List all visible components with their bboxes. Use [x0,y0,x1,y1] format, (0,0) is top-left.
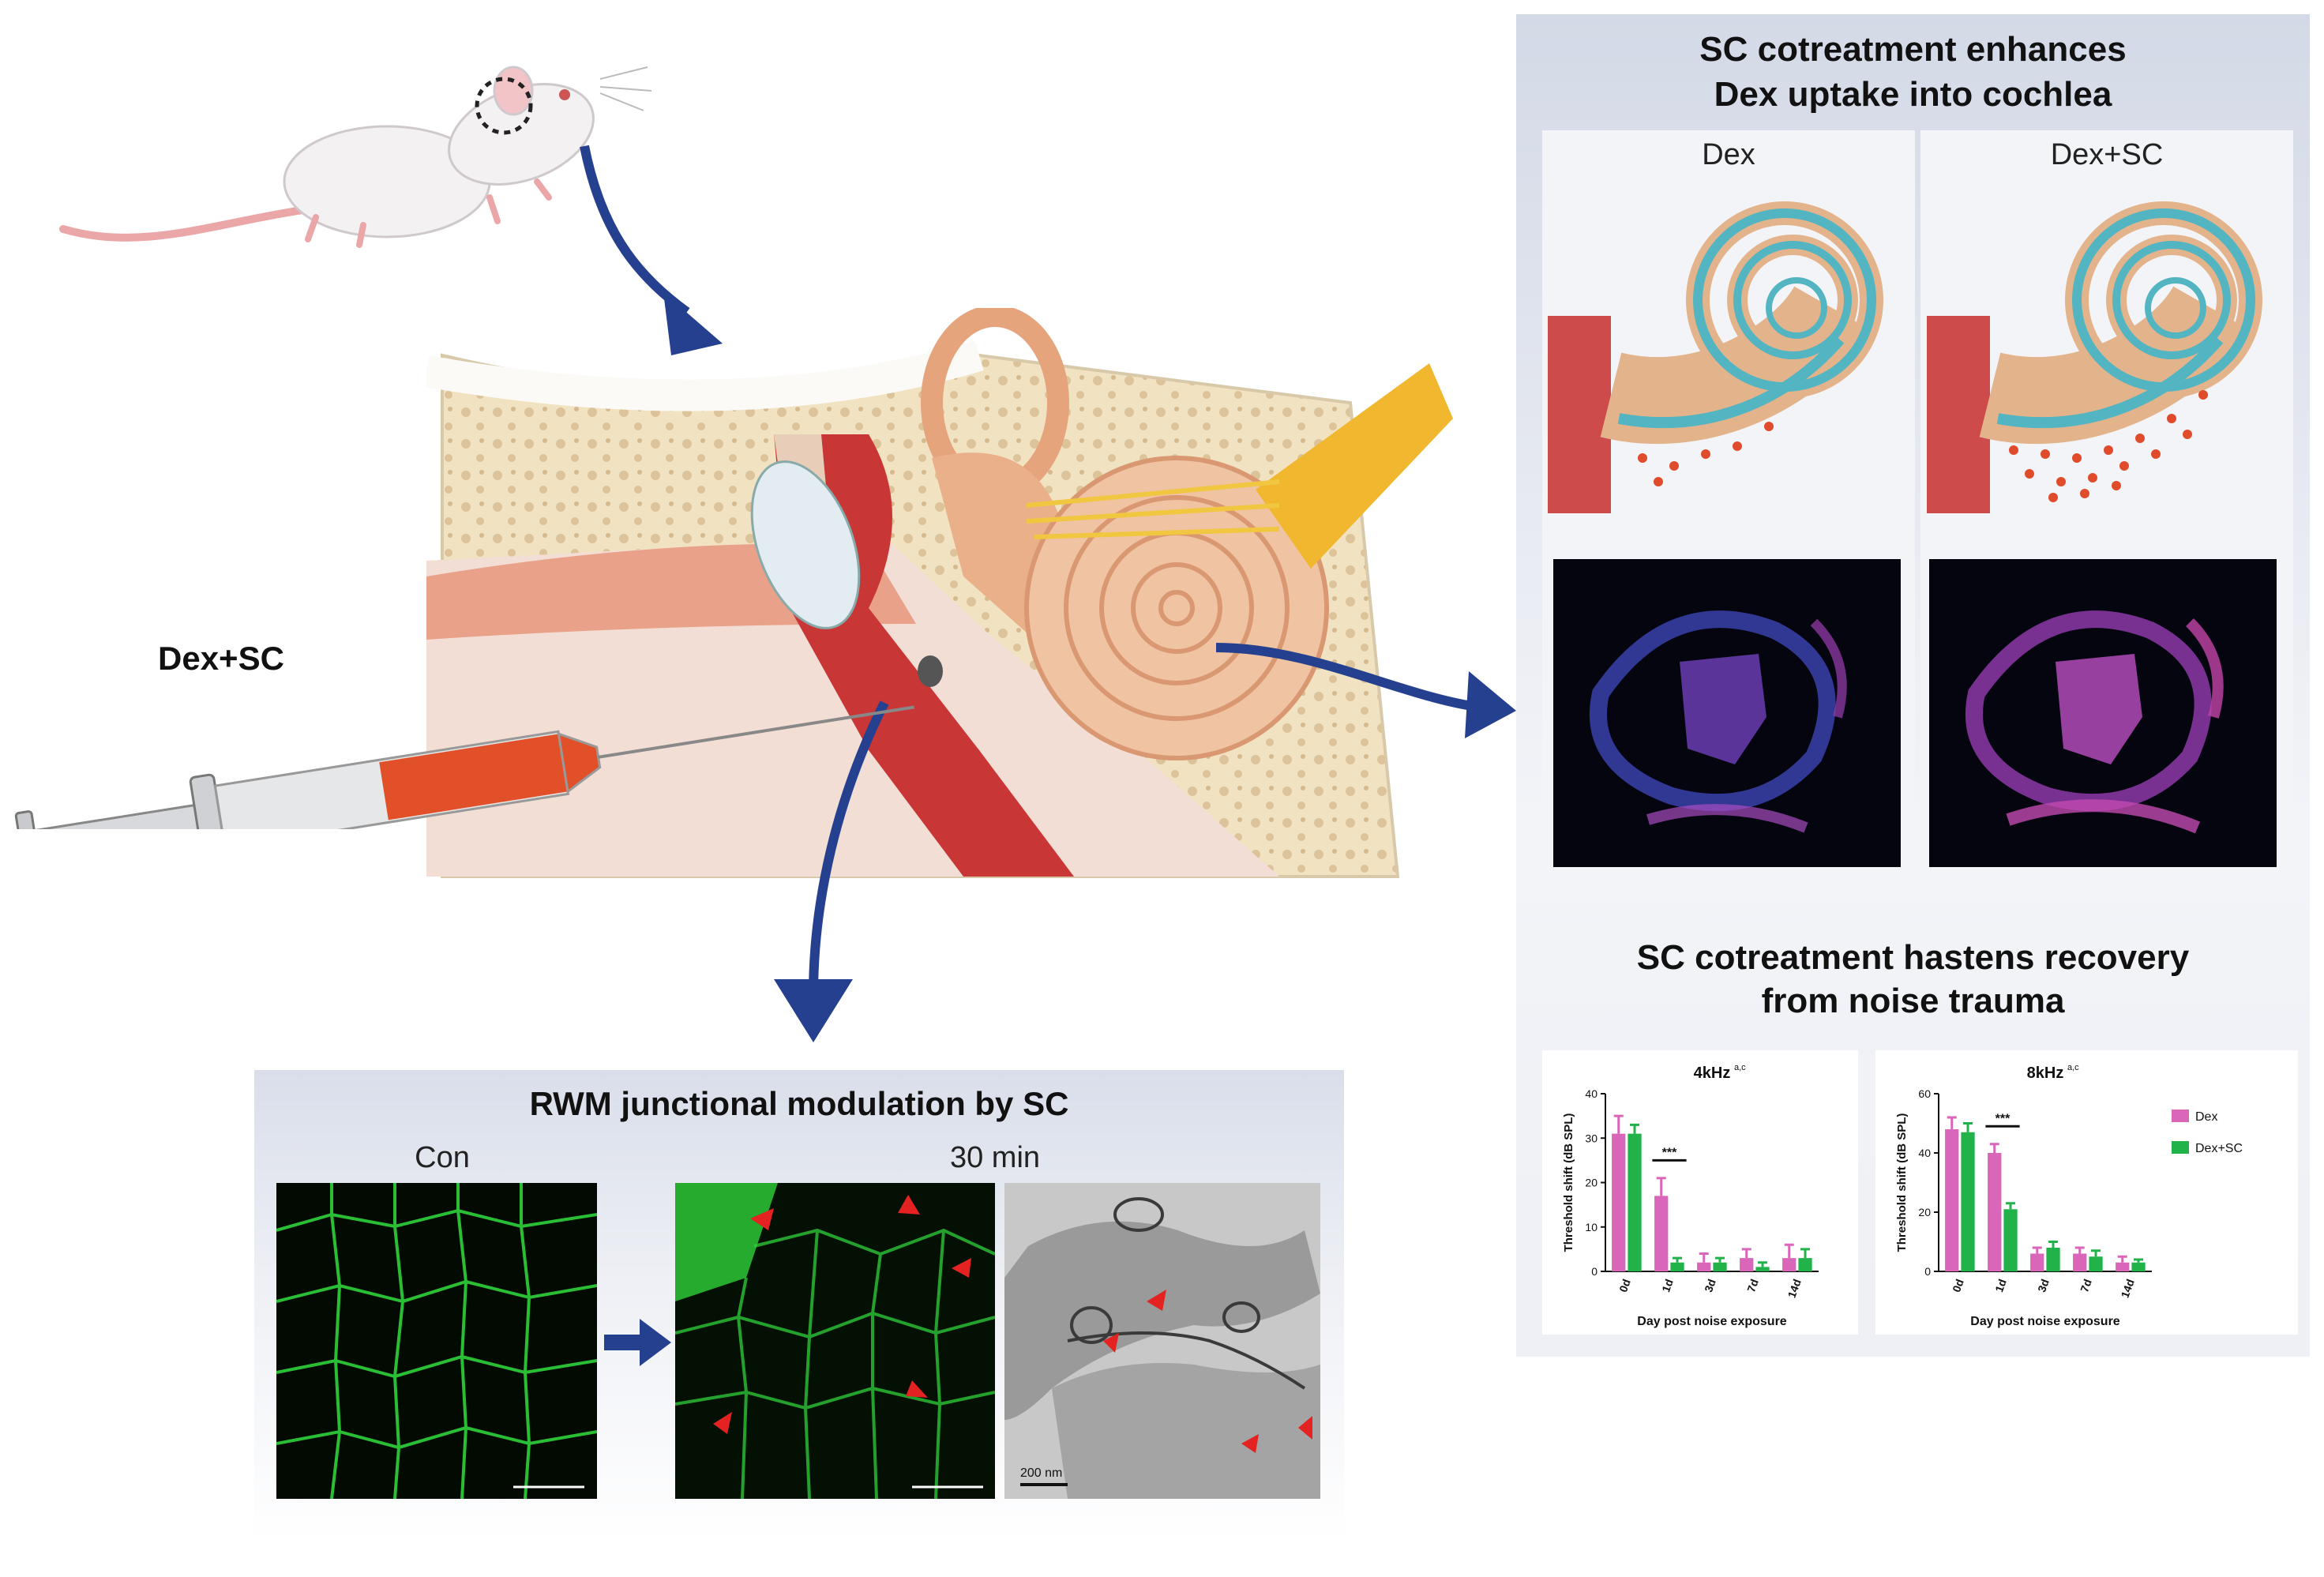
arrow-ear-to-rwm-panel [774,700,889,1042]
dex-sc-column-label: Dex+SC [2050,138,2164,171]
legend-swatch [2172,1141,2189,1154]
y-tick-label: 20 [1585,1177,1598,1189]
bar [1670,1262,1684,1271]
x-axis-label: Day post noise exposure [1637,1315,1786,1328]
bar [1740,1258,1754,1271]
x-tick-label: 1d [1659,1278,1676,1294]
x-axis-label: Day post noise exposure [1970,1315,2119,1328]
x-tick-label: 1d [1992,1278,2009,1294]
thirty-min-green-micrograph [675,1183,995,1499]
bar [1798,1258,1812,1271]
x-tick-label: 3d [1702,1278,1718,1294]
con-label: Con [415,1141,470,1174]
significance-label: *** [1662,1146,1677,1159]
dex-fluorescence-image [1553,559,1901,867]
x-tick-label: 7d [2078,1278,2094,1294]
thirty-min-label: 30 min [949,1141,1041,1174]
y-tick-label: 40 [1918,1147,1931,1159]
uptake-title-line1: SC cotreatment enhances [1699,30,2127,69]
bar [2116,1262,2130,1271]
bar [1697,1262,1711,1271]
bar [1755,1267,1770,1271]
dex-sc-cochlea-schematic [1927,201,2262,513]
legend-swatch [2172,1110,2189,1122]
y-tick-label: 10 [1585,1221,1598,1233]
x-tick-label: 14d [2119,1278,2137,1300]
bar [2046,1248,2060,1271]
bar [1961,1132,1975,1271]
bar [1782,1258,1797,1271]
chart-title: 8kHz [2027,1064,2064,1082]
chart-title-superscript: a,c [1734,1063,1746,1072]
bar [2089,1256,2103,1271]
bar [1945,1129,1959,1271]
x-tick-label: 0d [1950,1278,1966,1294]
bar [1654,1196,1669,1271]
dex-column-label: Dex [1702,138,1755,171]
chart-title: 4kHz [1694,1064,1731,1082]
scale-bar-label: 200 nm [1020,1466,1062,1480]
electron-micrograph: 200 nm [1004,1183,1320,1499]
arrow-rat-to-ear [580,145,723,355]
y-tick-label: 20 [1918,1206,1931,1218]
chart-title-superscript: a,c [2067,1063,2079,1072]
dex-sc-fluorescence-image [1929,559,2277,867]
bar [1612,1133,1626,1271]
y-tick-label: 0 [1591,1265,1598,1278]
uptake-title-line2: Dex uptake into cochlea [1714,75,2112,114]
dex-cochlea-schematic [1548,201,1883,513]
legend-label: Dex+SC [2195,1142,2243,1155]
recovery-title-line1: SC cotreatment hastens recovery [1636,938,2190,977]
chart-4khz-box [1542,1050,1858,1335]
x-tick-label: 14d [1785,1278,1804,1300]
rwm-title: RWM junctional modulation by SC [529,1085,1069,1122]
bar [1713,1262,1727,1271]
x-tick-label: 7d [1744,1278,1761,1294]
bar [1628,1133,1642,1271]
recovery-title-line2: from noise trauma [1761,982,2065,1020]
bar [2030,1253,2044,1271]
significance-label: *** [1995,1112,2011,1125]
bar [2073,1253,2087,1271]
y-tick-label: 40 [1585,1087,1598,1100]
y-tick-label: 60 [1918,1087,1931,1100]
x-tick-label: 3d [2035,1278,2052,1294]
arrow-ear-to-cochlea-panel [1216,643,1516,738]
y-tick-label: 0 [1924,1265,1931,1278]
legend-label: Dex [2195,1110,2217,1124]
rat-illustration [59,66,652,248]
syringe-illustration [14,705,914,829]
x-tick-label: 0d [1616,1278,1633,1294]
con-green-micrograph [276,1183,597,1499]
con-to-30min-arrow [604,1319,671,1366]
bar [2003,1209,2018,1271]
bar [2131,1262,2146,1271]
ear-anatomy-illustration [426,308,1453,878]
y-axis-label: Threshold shift (dB SPL) [1895,1113,1909,1252]
injection-label: Dex+SC [158,640,284,677]
y-tick-label: 30 [1585,1132,1598,1144]
bar [1988,1153,2002,1271]
y-axis-label: Threshold shift (dB SPL) [1562,1113,1575,1252]
